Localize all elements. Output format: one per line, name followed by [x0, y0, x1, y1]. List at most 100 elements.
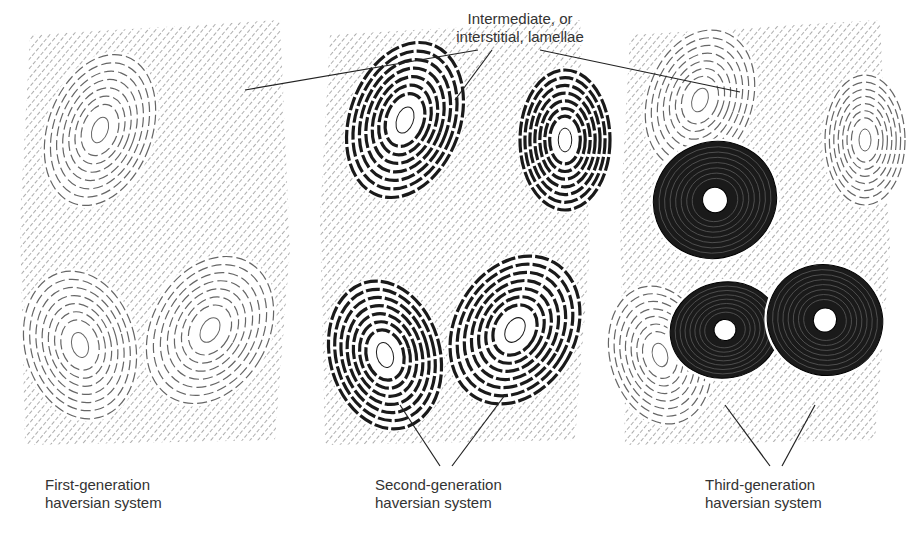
lamella-ring: [829, 82, 900, 198]
haversian-canal: [650, 342, 671, 369]
lamella-ring: [49, 69, 150, 191]
lamella-ring: [702, 309, 748, 351]
lamella-ring: [312, 268, 457, 441]
lamella-ring: [58, 79, 143, 181]
lamella-ring: [160, 276, 260, 384]
haversian-system: [21, 35, 180, 225]
haversian-canal: [501, 314, 530, 346]
lamella-ring: [352, 316, 417, 394]
haversian-system: [322, 22, 488, 218]
lamella-ring: [31, 287, 128, 403]
haversian-canal: [810, 305, 840, 336]
haversian-system: [822, 72, 906, 208]
leader-line: [540, 50, 740, 92]
lamella-ring: [672, 158, 758, 241]
lamella-ring: [378, 88, 432, 152]
lamella-ring: [328, 287, 441, 422]
lamella-ring: [679, 289, 770, 372]
leader-line: [400, 405, 440, 466]
haversian-system: [748, 245, 902, 396]
lamella-ring: [686, 172, 744, 228]
lamella-ring: [667, 62, 733, 139]
lamella-ring: [540, 101, 590, 179]
lamella-ring: [47, 306, 112, 384]
lamella-ring: [33, 49, 167, 211]
leader-line: [782, 405, 815, 466]
generation-label: Third-generation haversian system: [705, 476, 875, 512]
leader-line: [452, 395, 505, 466]
lamella-ring: [530, 85, 600, 194]
osteon-body: [752, 248, 899, 391]
osteon-ground: [748, 245, 902, 396]
lamella-ring: [180, 297, 241, 363]
osteon-ground: [4, 255, 156, 436]
haversian-system: [633, 120, 797, 279]
lamella-ring: [651, 138, 779, 262]
osteon-ground: [117, 229, 304, 430]
lamella-ring: [23, 277, 136, 412]
lamella-ring: [344, 306, 425, 403]
lamella-ring: [39, 296, 120, 393]
lamella-ring: [335, 36, 476, 203]
osteon-ground: [21, 35, 180, 225]
lamella-ring: [851, 118, 878, 162]
lamella-ring: [758, 255, 891, 385]
generation-label: Second-generation haversian system: [375, 476, 545, 512]
lamella-ring: [771, 268, 878, 372]
osteon-ground: [633, 120, 797, 279]
haversian-canal: [393, 104, 418, 135]
haversian-system: [420, 228, 610, 431]
lamella-ring: [791, 287, 858, 353]
lamella-ring: [140, 255, 279, 406]
osteon-ground: [309, 265, 461, 446]
leader-line: [245, 50, 478, 90]
lamella-ring: [535, 93, 595, 187]
haversian-canal: [859, 129, 871, 151]
lamella-ring: [550, 116, 581, 164]
lamella-ring: [484, 297, 546, 363]
lamella-ring: [41, 59, 159, 201]
osteon-ground: [322, 22, 488, 218]
lamella-ring: [352, 57, 458, 183]
lamella-ring: [424, 232, 606, 427]
haversian-system: [309, 265, 461, 446]
second-generation-panel: [309, 20, 613, 445]
lamella-ring: [847, 111, 883, 170]
osteon-ground: [822, 72, 906, 208]
haversian-canal: [688, 86, 711, 114]
lamella-ring: [454, 265, 576, 396]
lamella-ring: [131, 244, 290, 416]
lamella-ring: [336, 297, 433, 413]
lamella-ring: [659, 52, 741, 148]
lamella-ring: [691, 299, 760, 362]
lamella-ring: [74, 99, 125, 161]
lamella-ring: [785, 281, 866, 360]
lamella-ring: [679, 165, 751, 235]
haversian-canal: [196, 314, 224, 346]
lamella-ring: [66, 89, 134, 171]
lamella-ring: [7, 258, 152, 431]
lamella-ring: [644, 131, 786, 269]
osteon-ground: [420, 228, 610, 431]
lamella-ring: [474, 286, 556, 374]
lamella-ring: [825, 75, 905, 205]
lamella-ring: [843, 104, 888, 177]
interstitial-label: Intermediate, or interstitial, lamellae: [440, 10, 600, 46]
lamella-ring: [765, 261, 885, 378]
haversian-canal: [712, 318, 737, 343]
lamella-ring: [545, 109, 586, 172]
haversian-canal: [699, 184, 731, 216]
lamella-ring: [674, 283, 776, 376]
lamella-ring: [696, 304, 753, 356]
lamella-ring: [360, 326, 409, 385]
osteon-ground: [517, 67, 613, 213]
first-generation-panel: [4, 20, 304, 445]
lamella-ring: [798, 294, 852, 347]
osteon-body: [637, 124, 793, 275]
lamella-ring: [150, 265, 270, 394]
lamella-ring: [520, 70, 610, 210]
lamella-ring: [651, 43, 749, 157]
leader-line: [725, 405, 770, 466]
lamella-ring: [685, 294, 765, 367]
haversian-canal: [558, 128, 572, 152]
